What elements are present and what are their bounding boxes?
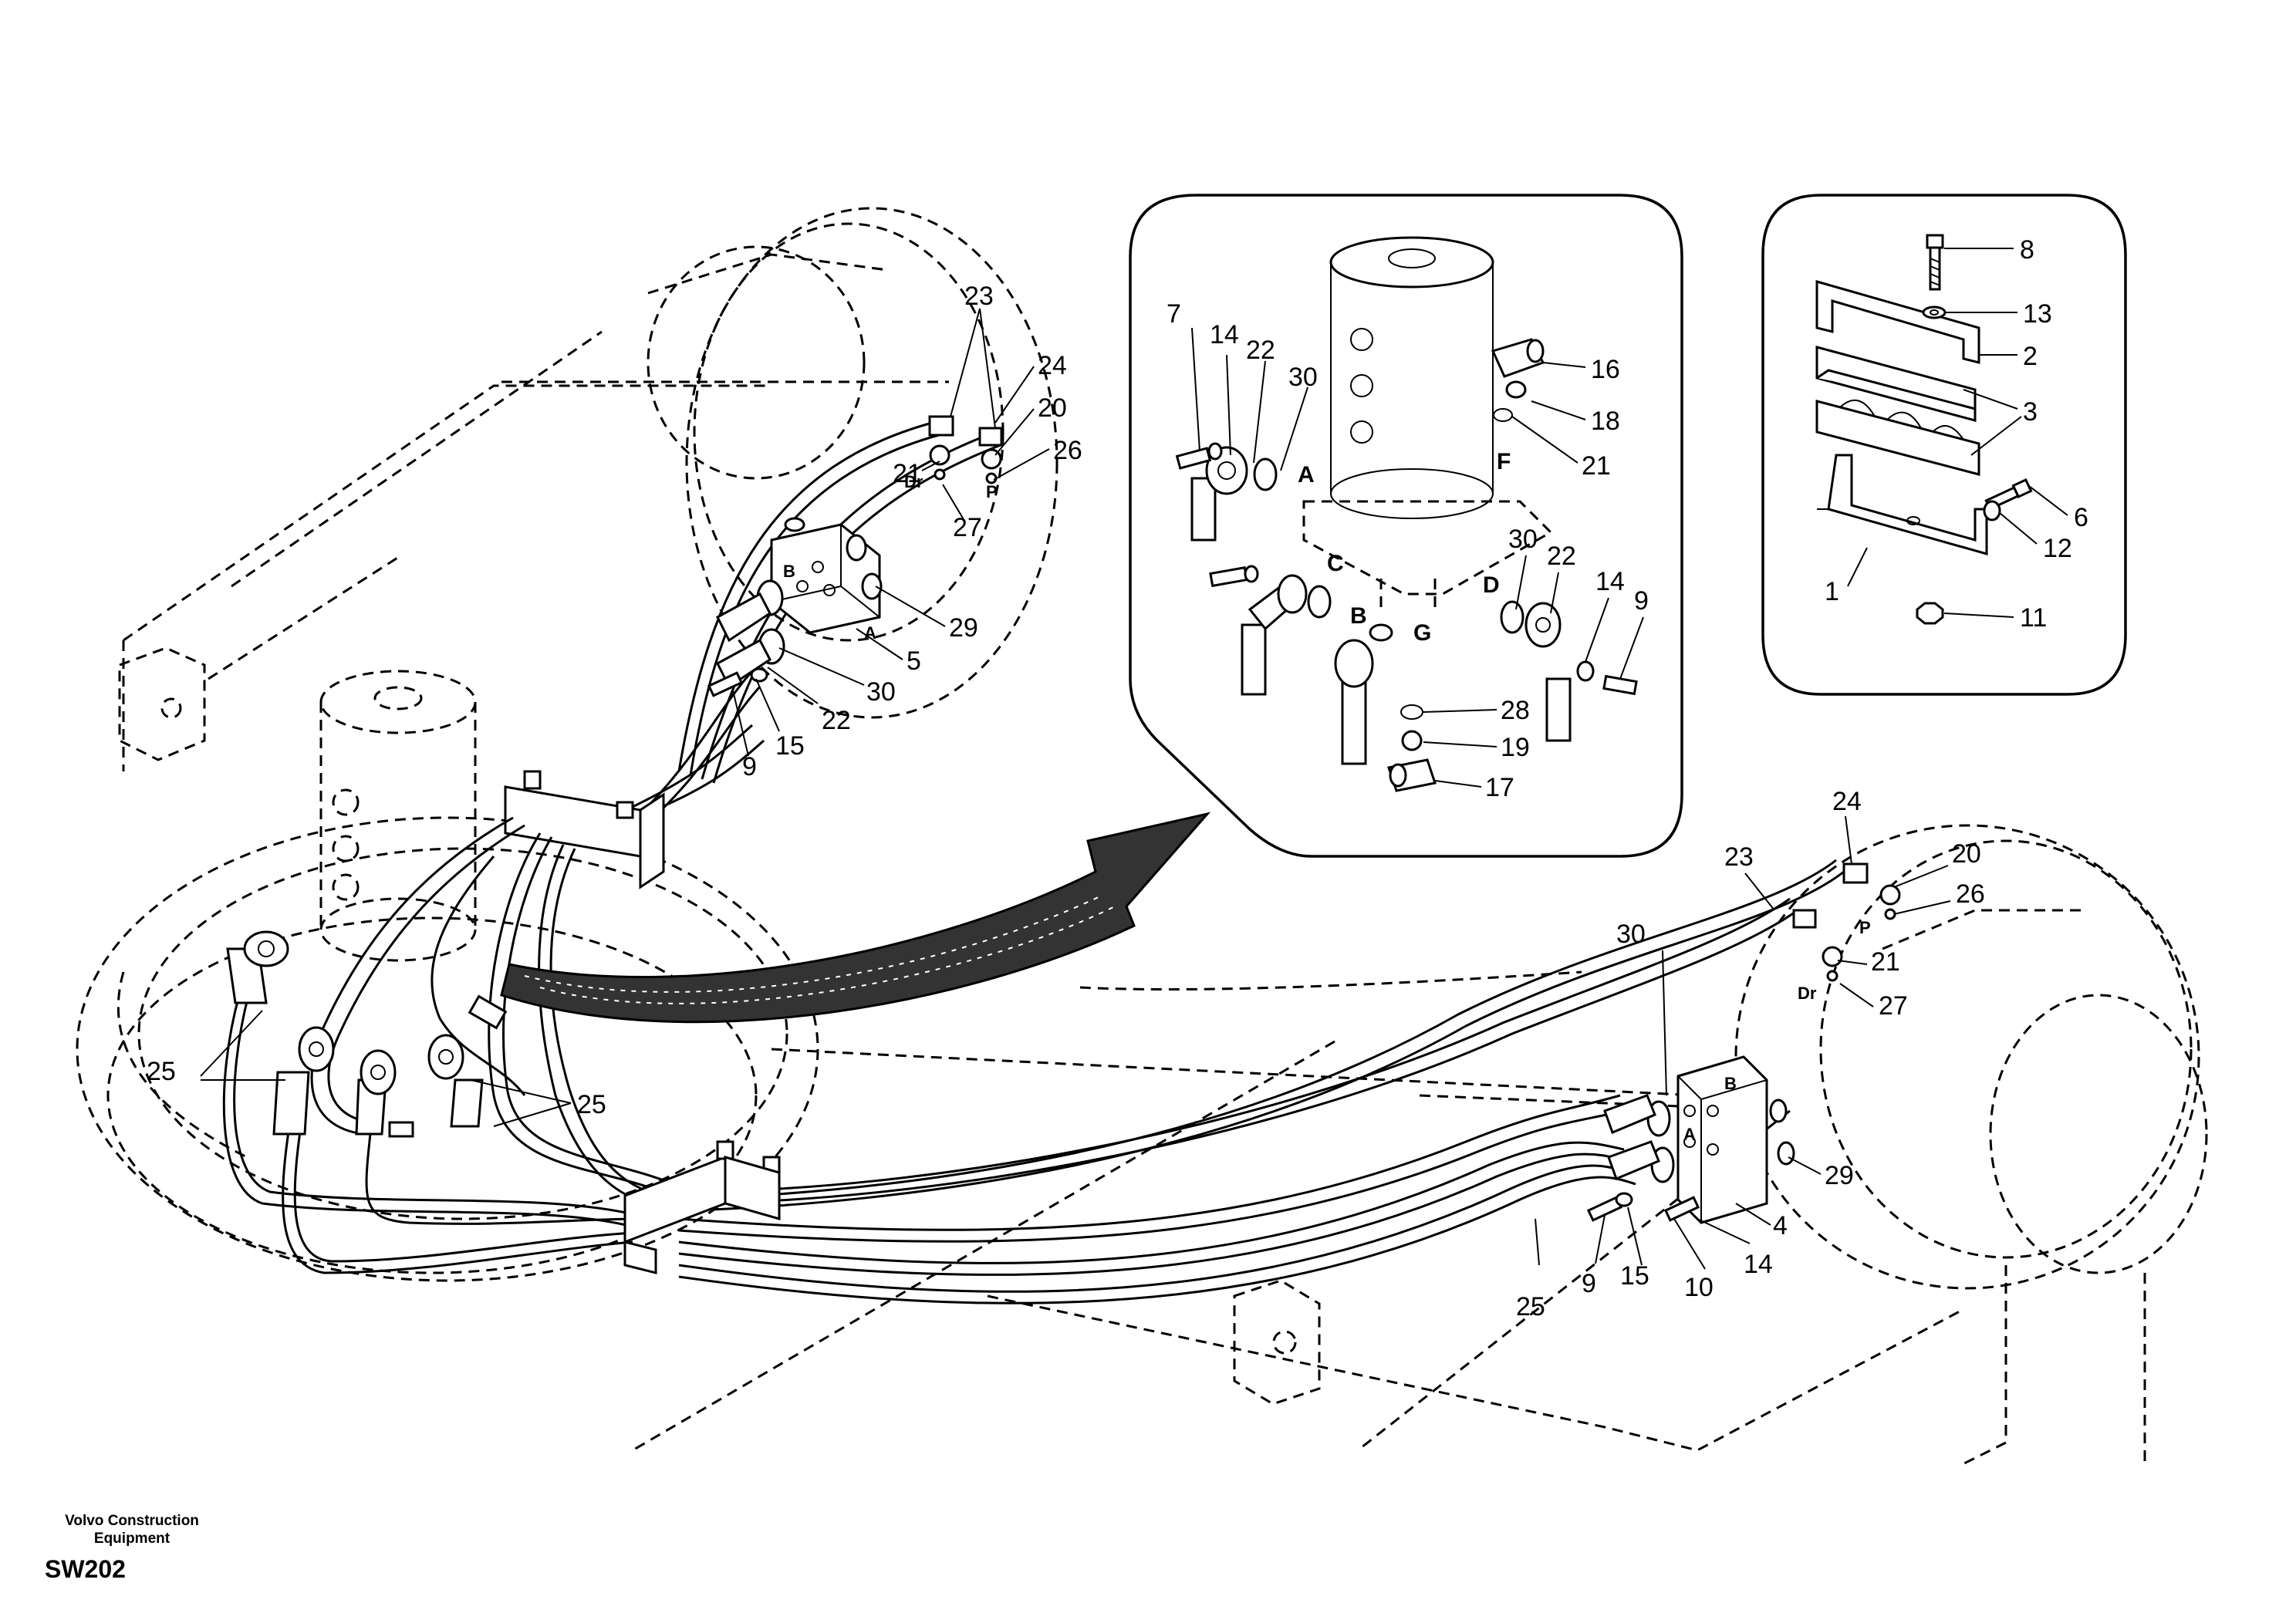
callout: 20: [1952, 839, 1981, 869]
port-label: Dr: [904, 472, 923, 491]
callout: 23: [964, 282, 994, 311]
callout: 20: [1038, 393, 1067, 423]
callout: 9: [742, 752, 757, 781]
port-label: C: [1327, 551, 1344, 576]
callout: 21: [893, 459, 922, 488]
port-label: B: [1350, 603, 1367, 629]
callout: 5: [907, 646, 921, 676]
callout: 30: [866, 677, 896, 707]
callout: 7: [1167, 299, 1181, 329]
callout: 27: [1879, 991, 1908, 1021]
callout: 24: [1832, 787, 1862, 816]
callout: 27: [953, 513, 982, 542]
callout: 2: [2023, 342, 2038, 371]
leader-lines: [200, 308, 1951, 1270]
callout: 17: [1485, 773, 1514, 802]
callout: 14: [1595, 567, 1625, 596]
callout: 30: [1288, 363, 1318, 392]
callout: 9: [1582, 1269, 1596, 1298]
callout: 10: [1684, 1273, 1714, 1302]
company-line-1: Volvo Construction: [65, 1513, 199, 1529]
callout: 26: [1053, 436, 1082, 465]
callout: 12: [2043, 534, 2072, 563]
left-hose-bundle: [222, 419, 1005, 1274]
callout: 28: [1501, 696, 1530, 725]
callout: 21: [1871, 947, 1900, 977]
callout: 30: [1508, 525, 1538, 554]
callout: 15: [775, 731, 805, 761]
callout: 15: [1620, 1261, 1649, 1291]
callout: 14: [1210, 320, 1239, 349]
callout: 18: [1591, 407, 1620, 436]
callout: 22: [1246, 336, 1275, 365]
clamp-detail-panel: [1761, 194, 2127, 696]
callout: 25: [1516, 1292, 1545, 1321]
callout: 6: [2074, 503, 2088, 532]
detail-pointer-arrow: [500, 812, 1211, 1024]
left-motor-valve: [707, 415, 1003, 697]
swivel-detail-panel: [1129, 194, 1683, 858]
callout: 9: [1634, 586, 1649, 616]
callout: 25: [577, 1090, 606, 1119]
company-name: Volvo Construction Equipment: [43, 1512, 221, 1547]
port-label: B: [783, 562, 795, 581]
callout: 14: [1744, 1250, 1773, 1279]
callout-labels: 23 24 20 26 21 27 29 5 30 22 15 9 25 25 …: [147, 235, 2088, 1321]
callout: 16: [1591, 355, 1620, 384]
callout: 30: [1616, 920, 1646, 949]
port-label: A: [864, 623, 876, 643]
callout: 4: [1773, 1211, 1788, 1240]
callout: 22: [822, 706, 851, 735]
port-label: Dr: [1798, 984, 1817, 1003]
callout: 26: [1956, 879, 1985, 909]
port-label: G: [1413, 620, 1431, 646]
port-label: B: [1724, 1074, 1737, 1093]
right-hose-bundle: [623, 859, 1901, 1304]
port-label: P: [1859, 918, 1871, 937]
port-label: D: [1483, 572, 1500, 598]
callout: 19: [1501, 733, 1530, 762]
callout: 1: [1825, 577, 1839, 606]
port-label: A: [1298, 462, 1315, 488]
callout: 24: [1038, 351, 1067, 380]
callout: 8: [2020, 235, 2034, 265]
port-label: F: [1497, 449, 1511, 474]
callout: 29: [949, 613, 978, 643]
callout: 21: [1582, 451, 1611, 481]
callout: 13: [2023, 299, 2052, 329]
company-line-2: Equipment: [93, 1531, 171, 1547]
callout: 25: [147, 1057, 176, 1086]
callout: 22: [1547, 542, 1576, 571]
port-label: A: [1683, 1125, 1696, 1144]
diagram-code: SW202: [45, 1555, 126, 1583]
callout: 11: [2020, 603, 2047, 633]
port-label: P: [986, 482, 998, 501]
callout: 3: [2023, 397, 2038, 427]
callout: 23: [1724, 842, 1754, 872]
callout: 29: [1825, 1161, 1854, 1190]
